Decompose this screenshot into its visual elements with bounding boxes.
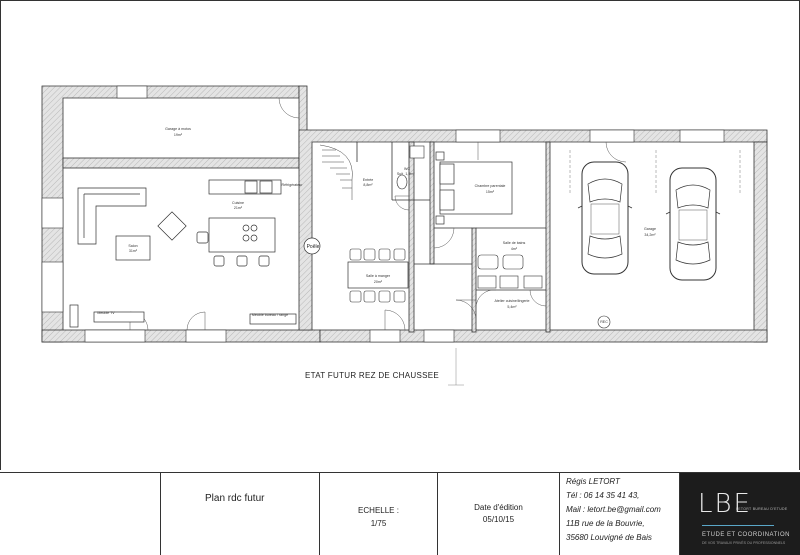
room-entree: Entrée (363, 178, 374, 182)
meuble-tv-label: Meuble TV (97, 311, 115, 315)
car-right (665, 167, 721, 281)
room-wc-area: 1,9m² (405, 172, 415, 176)
room-cuisine-area: 21m² (234, 206, 243, 210)
scale-label: ECHELLE : (358, 506, 399, 515)
contact-cell: Régis LETORT Tél : 06 14 35 41 43, Mail … (560, 473, 680, 555)
garage-door-tracks (569, 150, 741, 195)
room-wc: WC (404, 167, 410, 171)
room-atelier: Atelier cuisine/lingerie (495, 299, 530, 303)
room-garage: Garage (644, 227, 656, 231)
room-garage-area: 34,2m² (644, 233, 656, 237)
date-value: 05/10/15 (482, 515, 515, 524)
fridge-label: Réfrigérateur (282, 183, 304, 187)
stove (303, 237, 321, 255)
poele-label: Poêle (307, 244, 320, 250)
dining-table (347, 248, 409, 303)
walls (41, 85, 768, 343)
bathroom-fixtures (396, 145, 543, 289)
logo-subtitle: ETUDE ET COORDINATION (702, 532, 790, 538)
date-cell: Date d'édition 05/10/15 (438, 473, 560, 555)
scale-cell: ECHELLE : 1/75 (320, 473, 438, 555)
date-label: Date d'édition (474, 503, 523, 512)
room-salon: Salon (128, 244, 137, 248)
contact-tel: Tél : 06 14 35 41 43, (566, 491, 640, 500)
room-chambre: Chambre parentale (475, 184, 506, 188)
room-entree-area: 8,8m² (363, 183, 373, 187)
floor-plan: Garage à motos 19m² Cuisine 21m² Salon 3… (0, 0, 800, 470)
section-axis (448, 348, 464, 386)
room-chambre-area: 15m² (486, 190, 495, 194)
staircase (319, 144, 353, 200)
room-salon-area: 31m² (129, 249, 138, 253)
salon-furniture (69, 187, 297, 328)
meuble-bureau-label: Meuble bureau / range (252, 313, 288, 317)
plan-heading: ETAT FUTUR REZ DE CHAUSSEE (305, 371, 439, 380)
scale-value: 1/75 (370, 519, 387, 528)
bed (435, 151, 513, 225)
room-salle-manger: Salle à manger (366, 274, 391, 278)
rec-symbol (597, 315, 611, 329)
contact-address-1: 11B rue de la Bouvrie, (566, 519, 645, 528)
contact-name: Régis LETORT (566, 477, 620, 486)
car-left (577, 161, 633, 275)
room-sdb-area: 4m² (511, 247, 518, 251)
room-salle-manger-area: 20m² (374, 280, 383, 284)
logo-subtitle-small: DE VOS TRAVAUX PRIVÉS OU PROFESSIONNELS (702, 541, 786, 545)
room-garage-motos-area: 19m² (174, 133, 183, 137)
openings (41, 85, 725, 343)
title-cell: Plan rdc futur (0, 473, 320, 555)
logo-divider (702, 525, 774, 526)
kitchen (196, 179, 282, 267)
title-block: Plan rdc futur ECHELLE : 1/75 Date d'édi… (0, 472, 800, 555)
room-atelier-area: 5,4m² (507, 305, 517, 309)
room-garage-motos: Garage à motos (165, 127, 191, 131)
room-suit: Suit (397, 172, 403, 176)
room-sdb: Salle de bains (503, 241, 526, 245)
logo-text: LBE (698, 489, 752, 519)
rec-label: REC (600, 320, 608, 324)
contact-mail: Mail : letort.be@gmail.com (566, 505, 661, 514)
room-cuisine: Cuisine (232, 201, 244, 205)
drawing-title: Plan rdc futur (205, 493, 265, 504)
contact-address-2: 35680 Louvigné de Bais (566, 533, 652, 542)
company-logo: LBE LETORT BUREAU D'ETUDE ETUDE ET COORD… (680, 473, 800, 555)
logo-tagline: LETORT BUREAU D'ETUDE (736, 507, 788, 511)
